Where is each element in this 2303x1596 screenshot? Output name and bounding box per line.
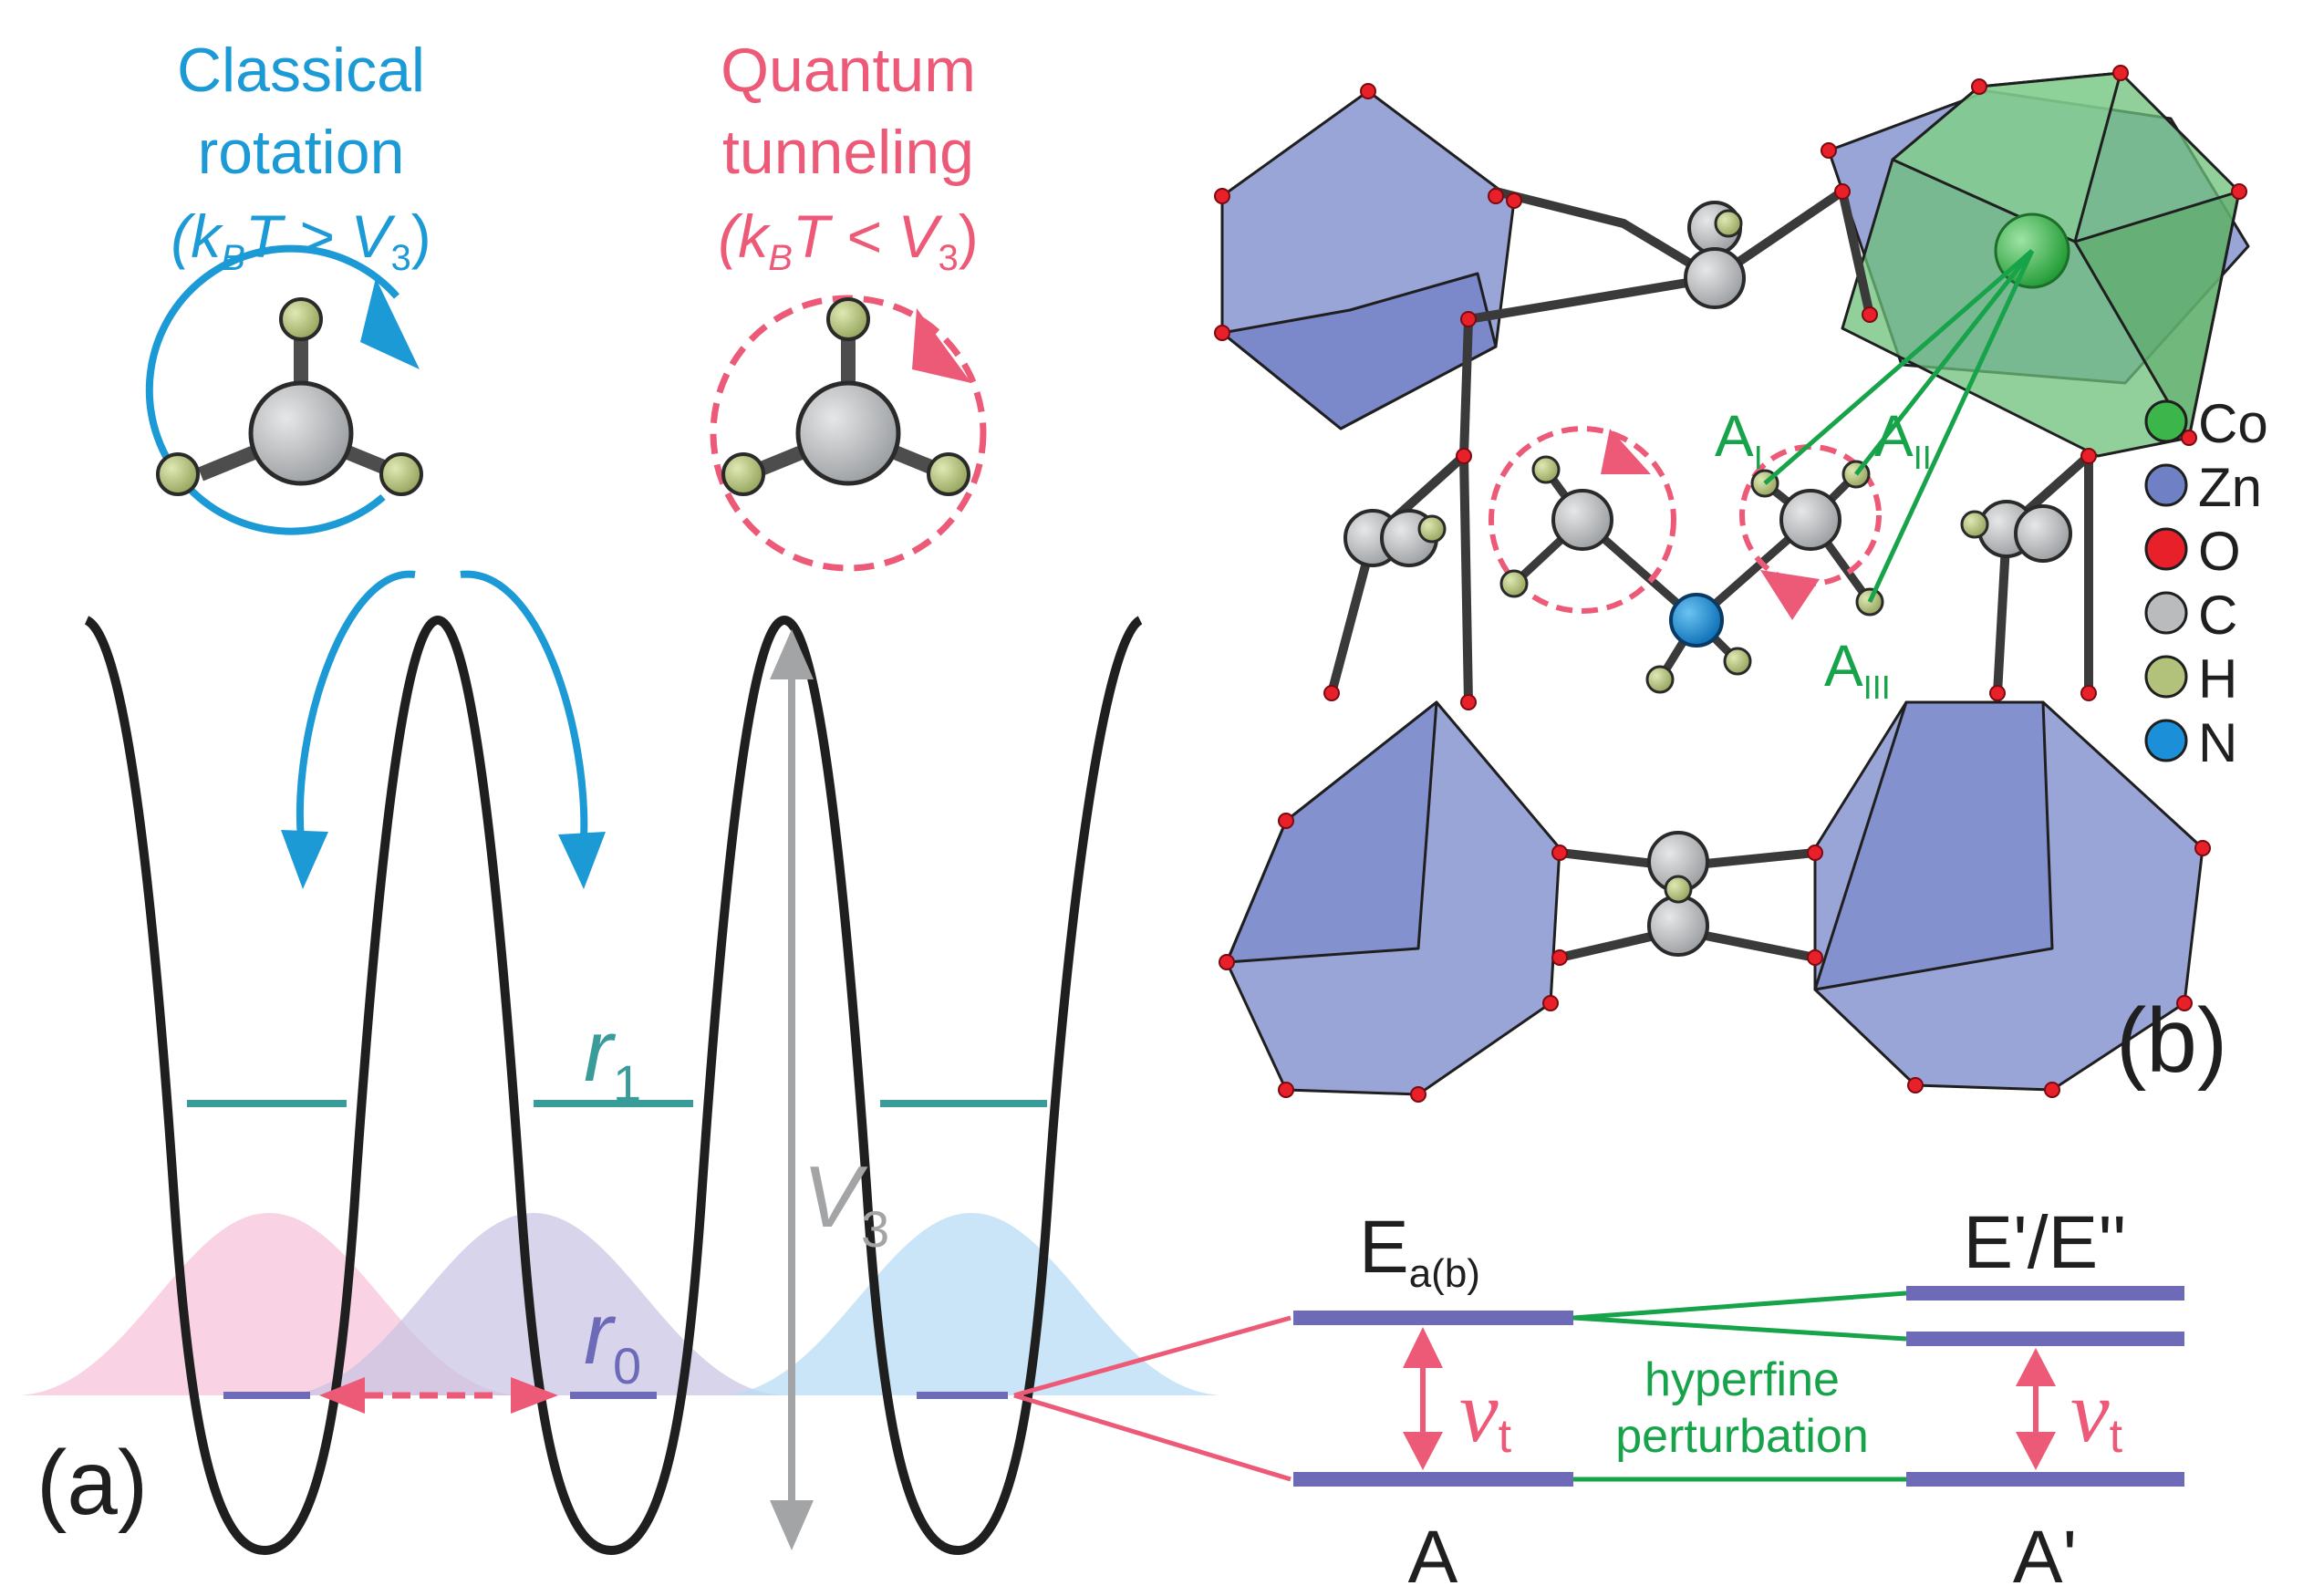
nu-arrow-right xyxy=(2016,1348,2056,1470)
hyperfine-line1: hyperfine xyxy=(1644,1353,1840,1406)
barrier-arrow xyxy=(770,629,814,1550)
label-A: A xyxy=(1408,1516,1458,1596)
classical-rotor xyxy=(145,244,423,535)
svg-text:O: O xyxy=(2198,521,2241,582)
hyperfine-line2: perturbation xyxy=(1615,1410,1869,1463)
wavefunction-blue xyxy=(721,1213,1222,1395)
classical-title-line1: Classical xyxy=(177,36,425,105)
quantum-rotor xyxy=(710,295,987,572)
svg-text:H: H xyxy=(2198,648,2237,710)
panel-b-label: (b) xyxy=(2116,990,2227,1092)
legend-item-c: C xyxy=(2144,585,2237,646)
coupling-label-A1: AI xyxy=(1715,403,1763,476)
svg-text:C: C xyxy=(2198,585,2237,646)
quantum-condition: (kBT < V3) xyxy=(718,202,978,278)
coupling-label-A3: AIII xyxy=(1824,633,1891,706)
quantum-title-line2: tunneling xyxy=(722,118,974,187)
r0-label: r0 xyxy=(584,1285,641,1394)
classical-title-line2: rotation xyxy=(198,118,405,187)
svg-text:Zn: Zn xyxy=(2198,457,2262,518)
svg-text:Co: Co xyxy=(2198,393,2268,454)
classical-condition: (kBT > V3) xyxy=(171,202,431,278)
legend-item-h: H xyxy=(2144,648,2237,710)
panel-a-label: (a) xyxy=(36,1432,148,1534)
energy-diagram: νt νt Ea(b) E'/E'' A A' hyperfine pertur… xyxy=(1013,1201,2184,1596)
svg-text:N: N xyxy=(2198,712,2237,773)
element-legend: Co Zn O C H N xyxy=(2144,393,2268,773)
legend-item-co: Co xyxy=(2144,393,2268,454)
nu-label-right: νt xyxy=(2070,1363,2123,1463)
label-A-prime: A' xyxy=(2013,1516,2077,1596)
potential-curve xyxy=(84,615,1143,1556)
legend-item-zn: Zn xyxy=(2144,457,2262,518)
label-E-prime: E'/E'' xyxy=(1963,1201,2126,1284)
legend-item-n: N xyxy=(2144,712,2237,773)
label-E-ab: Ea(b) xyxy=(1359,1206,1480,1296)
barrier-label: V3 xyxy=(803,1148,889,1258)
nu-label-left: νt xyxy=(1459,1363,1512,1463)
coupling-lines xyxy=(1763,249,2035,604)
quantum-title-line1: Quantum xyxy=(721,36,976,105)
panel-a: Classical rotation (kBT > V3) Quantum tu… xyxy=(18,36,1222,1556)
classical-hop-arrows xyxy=(281,570,606,889)
oxygen-atoms xyxy=(1214,65,2247,1103)
r1-label: r1 xyxy=(584,1002,641,1112)
framework-atoms xyxy=(1343,201,2072,957)
legend-item-o: O xyxy=(2144,521,2241,582)
tunneling-arrow xyxy=(319,1377,558,1414)
panel-b: AI AII AIII Co Zn O C xyxy=(1214,65,2268,1103)
co-polyhedron xyxy=(1841,71,2241,458)
nu-arrow-left xyxy=(1403,1327,1443,1470)
coupling-label-A2: AII xyxy=(1874,403,1932,476)
